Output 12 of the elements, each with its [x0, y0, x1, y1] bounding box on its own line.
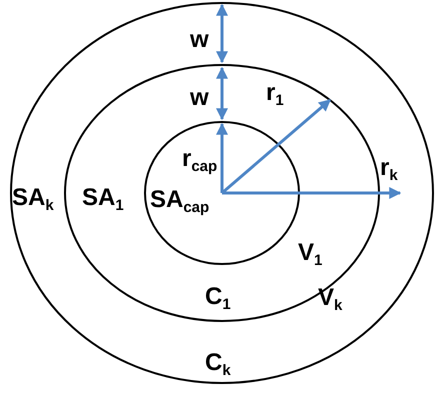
radius-label: r$_{cap}$	[182, 146, 218, 172]
radius-label: r$_{k}$	[380, 155, 398, 181]
circumference-label: C$_{1}$	[205, 284, 231, 310]
surface-area-label: SA$_{cap}$	[150, 187, 210, 213]
volume-label: V$_{k}$	[318, 285, 342, 311]
volume-label: V$_{1}$	[298, 240, 322, 266]
circumference-label: C$_{k}$	[205, 350, 231, 376]
surface-area-label: SA$_{1}$	[82, 185, 124, 211]
radius-label: r$_{1}$	[266, 80, 284, 106]
width-label: w	[190, 27, 209, 53]
width-label: w	[190, 85, 209, 111]
surface-area-label: SA$_{k}$	[12, 185, 54, 211]
